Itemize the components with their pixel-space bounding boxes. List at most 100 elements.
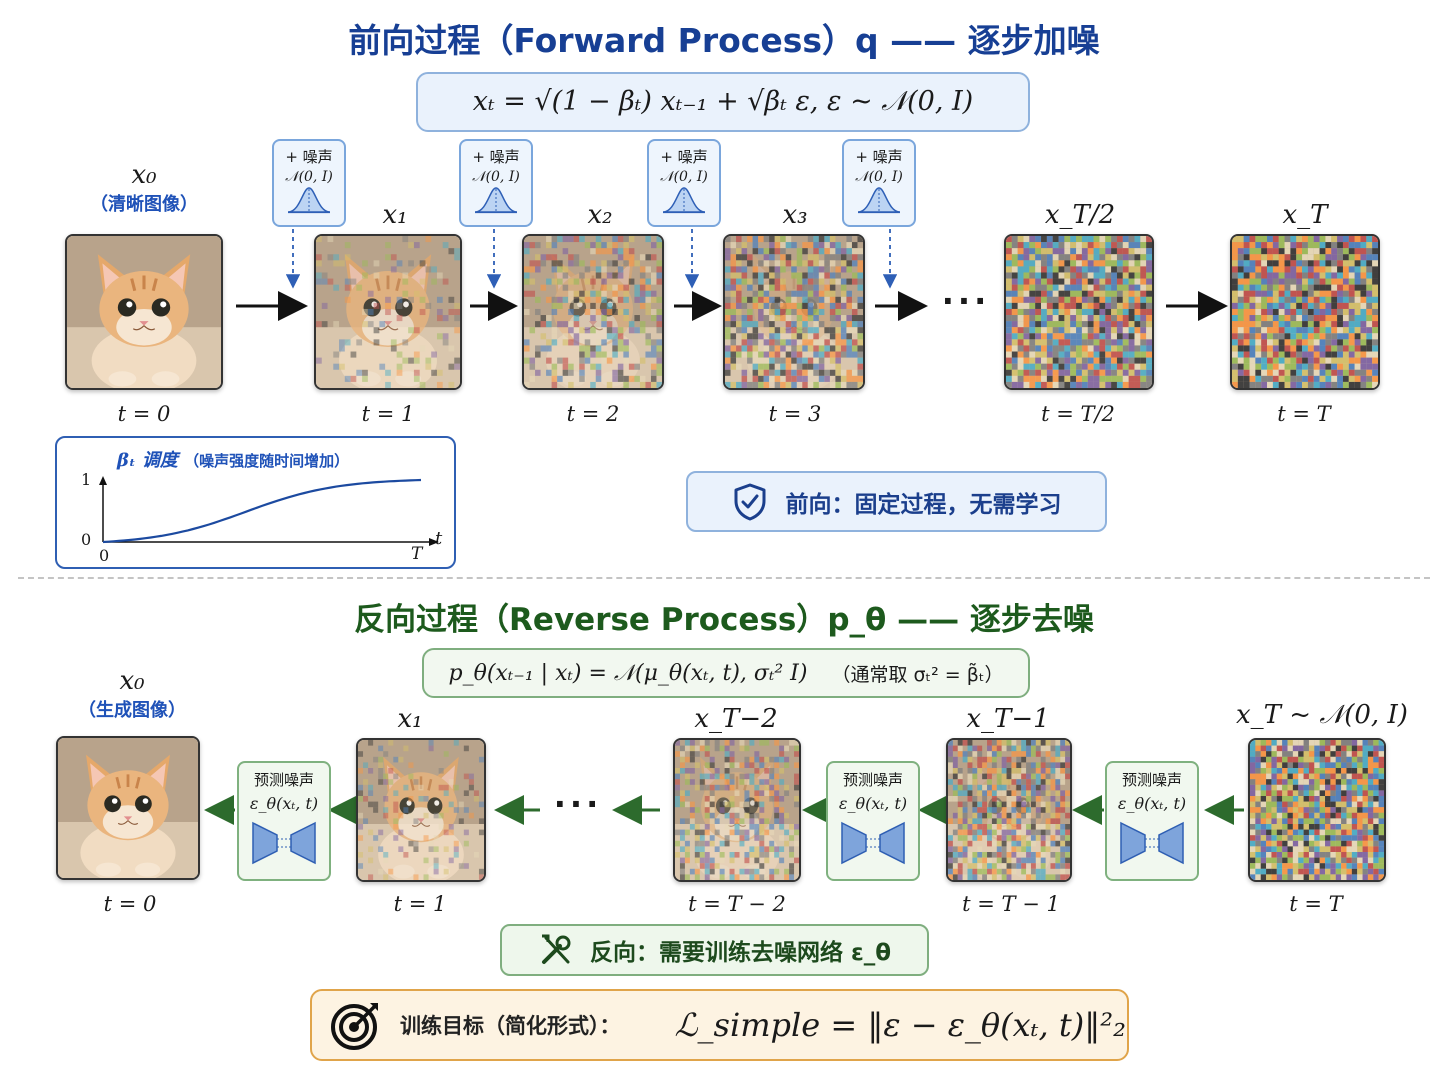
rev-tTm2: t = T − 2 [688,892,786,916]
predict-box-1: 预测噪声 ε_θ(xₜ, t) [237,761,331,881]
kitten-image [725,236,863,388]
beta-y-bottom: 0 [81,530,92,549]
unet-icon [1120,821,1184,865]
beta-y-top: 1 [81,470,92,489]
target-icon [331,1003,378,1050]
rev-x0-label: x₀ （生成图像） [72,666,192,722]
reverse-formula-box: p_θ(xₜ₋₁ | xₜ) = 𝒩(μ_θ(xₜ, t), σₜ² I) （通… [422,648,1030,698]
reverse-badge-text: 反向：需要训练去噪网络 ε_θ [589,940,892,966]
rev-xTm2-var: x_T−2 [694,704,778,734]
pred-label: 预测噪声 [1121,771,1182,789]
beta-note: （噪声强度随时间增加） [184,452,350,470]
beta-x-start: 0 [99,546,110,565]
fwd-t1: t = 1 [361,402,415,426]
fwd-x2-var: x₂ [587,200,613,230]
reverse-badge: 反向：需要训练去噪网络 ε_θ [500,924,929,976]
rev-x0-var: x₀ [119,666,145,696]
beta-title-text: βₜ 调度 [117,450,178,471]
fwd-image-x1 [314,234,462,390]
fwd-tT2: t = T/2 [1041,402,1115,426]
objective-box: 训练目标（简化形式）： ℒ_simple = ‖ε − ε_θ(xₜ, t)‖²… [310,989,1129,1061]
fwd-xT-var: x_T [1282,200,1328,230]
fwd-x0-caption: （清晰图像） [90,194,198,215]
rev-tT: t = T [1289,892,1343,916]
tools-icon [541,934,571,964]
fwd-ellipsis: ··· [941,282,991,320]
predict-box-2: 预测噪声 ε_θ(xₜ, t) [826,761,920,881]
beta-x-var: t [435,528,443,549]
noise-label: + 噪声 [472,148,520,166]
forward-title: 前向过程（Forward Process）q —— 逐步加噪 [0,14,1448,62]
pred-label: 预测噪声 [253,771,314,789]
noise-label: + 噪声 [660,148,708,166]
beta-title: βₜ 调度 （噪声强度随时间增加） [117,446,349,472]
fwd-x0-label: x₀ （清晰图像） [84,160,204,216]
gaussian-bell-icon [662,187,706,214]
rev-image-xT [1248,738,1386,882]
fwd-image-x2 [522,234,664,390]
noise-box-3: + 噪声 𝒩(0, I) [647,139,721,227]
pred-fn: ε_θ(xₜ, t) [249,794,319,813]
noise-box-4: + 噪声 𝒩(0, I) [842,139,916,227]
beta-curve-line [102,478,422,544]
kitten-image [358,740,484,880]
gaussian-bell-icon [857,187,901,214]
beta-curve-chart [99,476,439,546]
gaussian-bell-icon [474,187,518,214]
beta-x-end: T [411,544,423,564]
kitten-image [524,236,662,388]
rev-x0-caption: （生成图像） [78,700,186,721]
rev-xTm1-var: x_T−1 [966,704,1050,734]
objective-label: 训练目标（简化形式）： [400,1014,621,1038]
noise-dist: 𝒩(0, I) [660,169,708,185]
fwd-x1-var: x₁ [382,200,408,230]
noise-box-2: + 噪声 𝒩(0, I) [459,139,533,227]
kitten-image [67,236,221,388]
rev-image-xTm1 [946,738,1072,882]
noise-dist: 𝒩(0, I) [285,169,333,185]
forward-badge: 前向：固定过程，无需学习 [686,471,1107,532]
fwd-tT: t = T [1277,402,1331,426]
rev-image-x0 [56,736,200,880]
fwd-image-x0 [65,234,223,390]
forward-badge-text: 前向：固定过程，无需学习 [785,491,1062,518]
kitten-image [316,236,460,388]
reverse-formula: p_θ(xₜ₋₁ | xₜ) = 𝒩(μ_θ(xₜ, t), σₜ² I) [448,660,808,686]
shield-check-icon [734,483,765,520]
kitten-image [58,738,198,878]
noise-label: + 噪声 [285,148,333,166]
fwd-x3-var: x₃ [782,200,808,230]
pred-label: 预测噪声 [842,771,903,789]
fwd-x0-var: x₀ [131,160,157,190]
pred-fn: ε_θ(xₜ, t) [838,794,908,813]
fwd-t3: t = 3 [768,402,822,426]
kitten-image [675,740,799,880]
noise-dist: 𝒩(0, I) [472,169,520,185]
gaussian-bell-icon [287,187,331,214]
rev-image-x1 [356,738,486,882]
rev-t0: t = 0 [103,892,157,916]
unet-icon [841,821,905,865]
noise-box-1: + 噪声 𝒩(0, I) [272,139,346,227]
fwd-image-xT [1230,234,1380,390]
kitten-image [1006,236,1152,388]
rev-x1-var: x₁ [397,704,423,734]
noise-dist: 𝒩(0, I) [855,169,903,185]
kitten-image [948,740,1070,880]
kitten-image [1250,740,1384,880]
fwd-xT2-var: x_T/2 [1044,200,1116,230]
noise-label: + 噪声 [855,148,903,166]
predict-box-3: 预测噪声 ε_θ(xₜ, t) [1105,761,1199,881]
beta-schedule-box: βₜ 调度 （噪声强度随时间增加） 1 0 0 T t [55,436,456,569]
reverse-title: 反向过程（Reverse Process）p_θ —— 逐步去噪 [0,594,1448,639]
forward-formula: xₜ = √(1 − βₜ) xₜ₋₁ + √βₜ ε, ε ~ 𝒩(0, I) [472,86,974,117]
objective-formula: ℒ_simple = ‖ε − ε_θ(xₜ, t)‖²₂ [674,1006,1126,1044]
section-divider [18,577,1430,579]
forward-formula-box: xₜ = √(1 − βₜ) xₜ₋₁ + √βₜ ε, ε ~ 𝒩(0, I) [416,72,1030,132]
unet-icon [252,821,316,865]
fwd-t2: t = 2 [566,402,620,426]
pred-fn: ε_θ(xₜ, t) [1117,794,1187,813]
kitten-image [1232,236,1378,388]
rev-image-xTm2 [673,738,801,882]
